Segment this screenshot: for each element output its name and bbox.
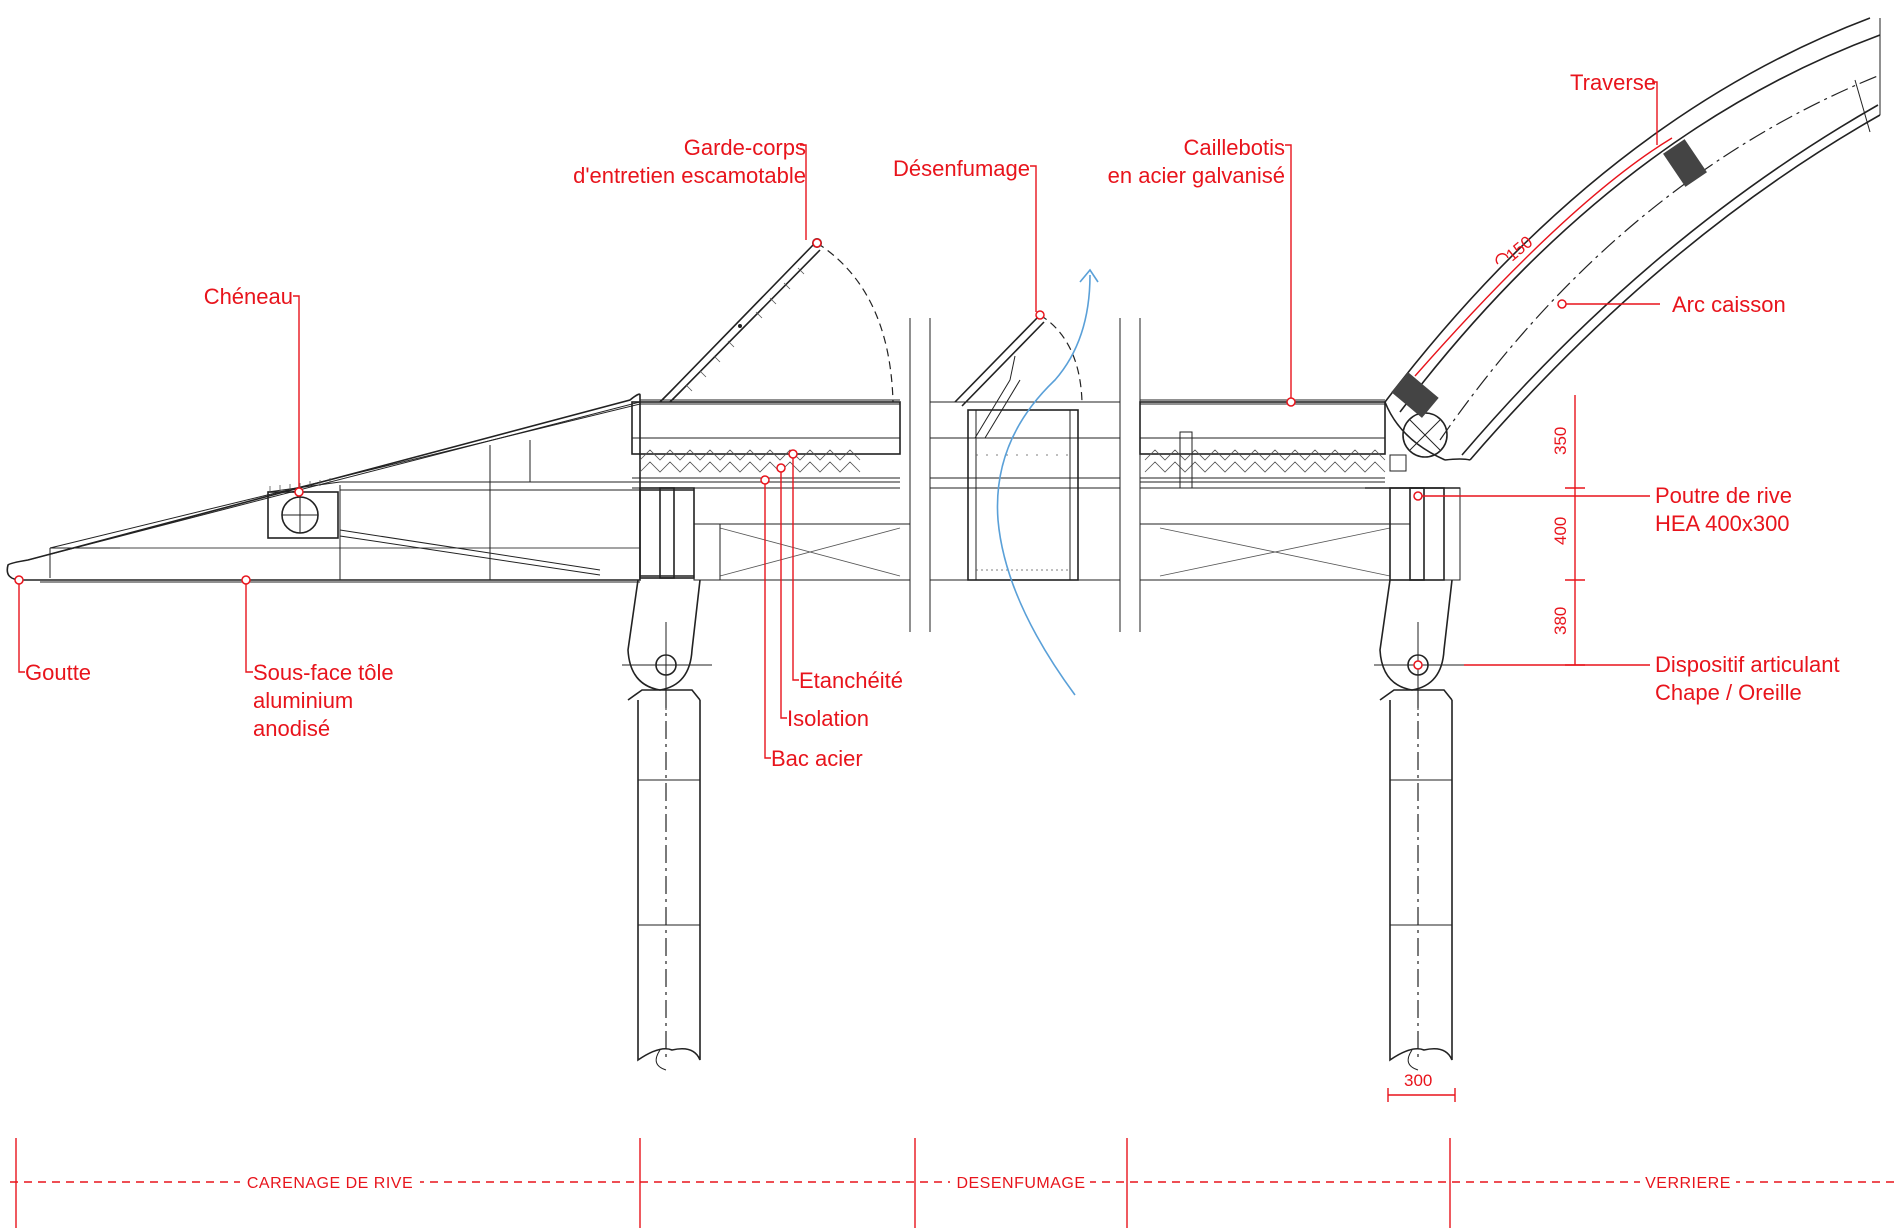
label-caillebotis-line2: en acier galvanisé — [1108, 163, 1285, 188]
label-arc-caisson: Arc caisson — [1672, 292, 1786, 317]
desenfumage-hatch — [929, 268, 1121, 696]
label-isolation: Isolation — [787, 706, 869, 731]
label-garde-corps-line1: Garde-corps — [684, 135, 806, 160]
label-sous-face-line2: aluminium — [253, 688, 353, 713]
zone-bar: CARENAGE DE RIVE DESENFUMAGE VERRIERE — [10, 1138, 1895, 1228]
dim-380: 380 — [1551, 607, 1570, 635]
label-traverse: Traverse — [1570, 70, 1656, 95]
left-column — [622, 579, 712, 1071]
deck-right — [1139, 399, 1461, 581]
right-column — [1374, 579, 1464, 1071]
arc-caisson — [1384, 17, 1881, 461]
label-dispositif-line2: Chape / Oreille — [1655, 680, 1802, 705]
label-bac-acier: Bac acier — [771, 746, 863, 771]
label-goutte: Goutte — [25, 660, 91, 685]
zone-verriere: VERRIERE — [1645, 1175, 1731, 1192]
zone-desenfumage: DESENFUMAGE — [956, 1175, 1085, 1192]
label-etancheite: Etanchéité — [799, 668, 903, 693]
label-dispositif-line1: Dispositif articulant — [1655, 652, 1840, 677]
label-poutre-line1: Poutre de rive — [1655, 483, 1792, 508]
label-desenfumage: Désenfumage — [893, 156, 1030, 181]
linework — [6, 17, 1881, 1071]
labels: Traverse Garde-corps d'entretien escamot… — [25, 70, 1840, 771]
label-caillebotis-line1: Caillebotis — [1184, 135, 1286, 160]
dimensions: 350 400 380 150 300 — [1387, 232, 1585, 1102]
label-sous-face-line3: anodisé — [253, 716, 330, 741]
zone-carenage: CARENAGE DE RIVE — [247, 1175, 413, 1192]
label-garde-corps-line2: d'entretien escamotable — [573, 163, 806, 188]
dim-350: 350 — [1551, 427, 1570, 455]
break-lines — [909, 318, 1141, 632]
label-poutre-line2: HEA 400x300 — [1655, 511, 1790, 536]
label-sous-face-line1: Sous-face tôle — [253, 660, 394, 685]
deck-left — [631, 238, 911, 581]
carenage-structure — [6, 393, 641, 583]
dim-400: 400 — [1551, 517, 1570, 545]
leaders — [14, 81, 1660, 759]
dim-300: 300 — [1404, 1071, 1432, 1090]
label-cheneau: Chéneau — [204, 284, 293, 309]
